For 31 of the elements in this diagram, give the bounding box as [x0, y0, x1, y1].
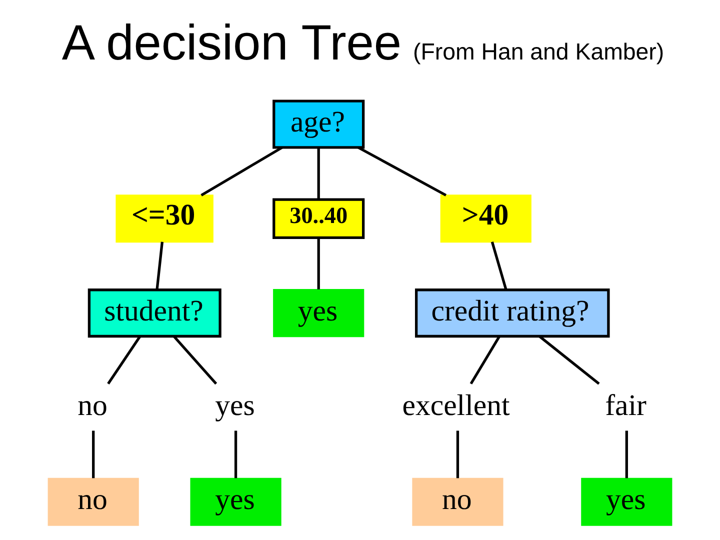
- connector: [456, 430, 460, 478]
- node-text: yes: [215, 388, 255, 422]
- connector: [358, 146, 447, 196]
- connector: [156, 242, 164, 290]
- node-text: fair: [605, 388, 646, 422]
- node-box: 30..40: [272, 198, 365, 240]
- node-box: age?: [272, 100, 365, 149]
- connector: [625, 430, 628, 478]
- connector: [92, 430, 95, 478]
- connector: [172, 335, 218, 385]
- connector: [200, 146, 283, 196]
- connector: [234, 430, 238, 478]
- connector: [317, 238, 320, 290]
- node-box: no: [412, 478, 504, 526]
- connector: [317, 147, 320, 200]
- node-text: no: [78, 388, 108, 422]
- node-text: excellent: [402, 388, 510, 422]
- node-box: yes: [273, 289, 364, 338]
- node-box: yes: [581, 478, 672, 526]
- node-box: student?: [88, 288, 222, 338]
- connector: [490, 242, 508, 290]
- caption: (From Han and Kamber): [413, 38, 664, 65]
- node-box: >40: [440, 194, 532, 243]
- node-box: <=30: [116, 194, 214, 243]
- connector: [107, 336, 142, 384]
- diagram-title: A decision Tree: [62, 14, 402, 71]
- connector: [538, 335, 600, 385]
- node-box: no: [48, 478, 139, 526]
- connector: [470, 336, 501, 384]
- node-box: credit rating?: [415, 288, 610, 338]
- node-box: yes: [190, 478, 282, 526]
